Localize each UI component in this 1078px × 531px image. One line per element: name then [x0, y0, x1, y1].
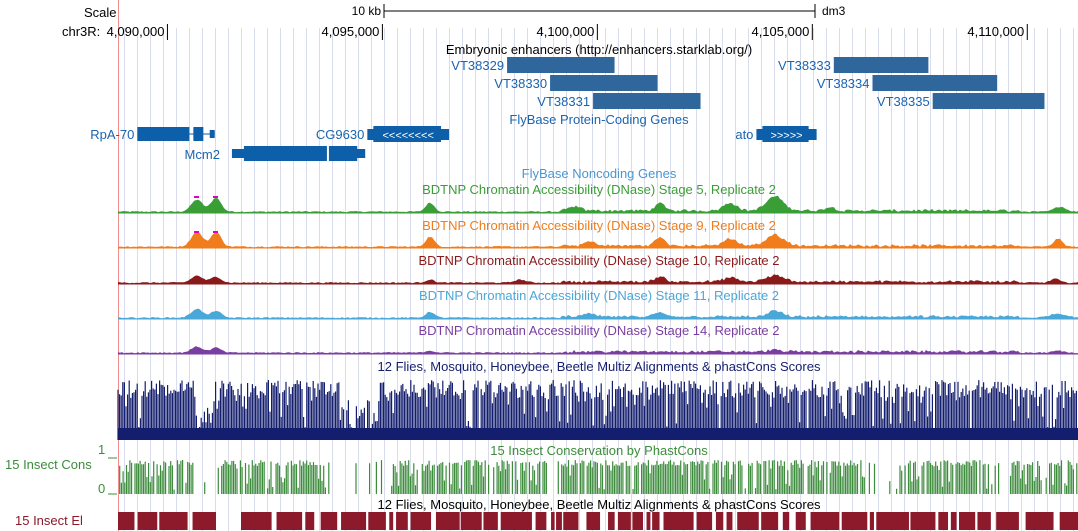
- phastcons-max-label: 1: [98, 442, 105, 457]
- ruler-tick-label: 4,100,000: [537, 24, 595, 39]
- assembly-label: dm3: [822, 4, 846, 18]
- enhancer-feature[interactable]: VT38331: [537, 93, 701, 109]
- phastcons-signal-track[interactable]: [119, 460, 1078, 494]
- dnase-track-signal[interactable]: [118, 195, 1078, 214]
- ruler-tick-label: 4,105,000: [751, 24, 809, 39]
- dnase-stage10-title: BDTNP Chromatin Accessibility (DNase) St…: [418, 253, 779, 268]
- dnase-track-signal[interactable]: [118, 231, 1078, 249]
- gene-feature[interactable]: >>>>> ato: [735, 126, 817, 142]
- enhancer-feature[interactable]: VT38333: [778, 57, 929, 73]
- dnase-stage9-title: BDTNP Chromatin Accessibility (DNase) St…: [422, 218, 776, 233]
- multiz-signal-track[interactable]: [117, 380, 1078, 440]
- svg-text:<<<<<<<<: <<<<<<<<: [382, 130, 433, 142]
- ruler-tick-label: 4,110,000: [967, 24, 1024, 39]
- svg-text:ato: ato: [735, 127, 753, 142]
- svg-text:VT38330: VT38330: [494, 76, 547, 91]
- enhancer-feature[interactable]: VT38335: [877, 93, 1045, 109]
- chrom-label: chr3R:: [62, 24, 100, 39]
- enhancer-feature[interactable]: VT38329: [451, 57, 615, 73]
- gene-feature[interactable]: Mcm2: [185, 146, 366, 162]
- svg-text:RpA-70: RpA-70: [90, 127, 134, 142]
- enhancer-feature[interactable]: VT38330: [494, 75, 658, 91]
- svg-text:>>>>>: >>>>>: [770, 130, 802, 142]
- enhancer-feature[interactable]: VT38334: [817, 75, 998, 91]
- scale-label: Scale: [84, 5, 117, 20]
- svg-text:VT38331: VT38331: [537, 94, 590, 109]
- dnase-stage5-title: BDTNP Chromatin Accessibility (DNase) St…: [422, 182, 776, 197]
- phastcons-track-title: 15 Insect Conservation by PhastCons: [490, 443, 708, 458]
- scale-bar-label: 10 kb: [352, 4, 382, 18]
- elements-track-title: 12 Flies, Mosquito, Honeybee, Beetle Mul…: [378, 497, 821, 512]
- protein-coding-track-title[interactable]: FlyBase Protein-Coding Genes: [509, 112, 689, 127]
- dnase-stage14-title: BDTNP Chromatin Accessibility (DNase) St…: [418, 323, 779, 338]
- conserved-elements-track[interactable]: [118, 512, 1078, 530]
- dnase-track-signal[interactable]: [118, 274, 1078, 285]
- elements-side-label[interactable]: 15 Insect El: [15, 513, 83, 528]
- dnase-track-signal[interactable]: [118, 346, 1078, 355]
- phastcons-side-label[interactable]: 15 Insect Cons: [5, 457, 92, 472]
- svg-text:CG9630: CG9630: [316, 127, 364, 142]
- gene-feature[interactable]: <<<<<<<< CG9630: [316, 126, 450, 142]
- svg-text:Mcm2: Mcm2: [185, 147, 220, 162]
- multiz-track-title: 12 Flies, Mosquito, Honeybee, Beetle Mul…: [378, 359, 821, 374]
- svg-text:VT38334: VT38334: [817, 76, 870, 91]
- base-position-ruler: 4,090,000 4,095,000 4,100,000 4,105,000 4,11…: [107, 24, 1028, 40]
- gene-feature[interactable]: RpA-70: [90, 127, 215, 142]
- ruler-tick-label: 4,090,000: [107, 24, 165, 39]
- ruler-tick-label: 4,095,000: [322, 24, 380, 39]
- dnase-track-signal[interactable]: [118, 308, 1078, 320]
- svg-text:VT38329: VT38329: [451, 58, 504, 73]
- svg-text:VT38333: VT38333: [778, 58, 831, 73]
- phastcons-min-label: 0: [98, 481, 105, 496]
- scale-bar: [383, 4, 816, 18]
- noncoding-track-title[interactable]: FlyBase Noncoding Genes: [522, 166, 677, 181]
- dnase-stage11-title: BDTNP Chromatin Accessibility (DNase) St…: [419, 288, 779, 303]
- enhancer-track-title: Embryonic enhancers (http://enhancers.st…: [446, 42, 752, 57]
- svg-text:VT38335: VT38335: [877, 94, 930, 109]
- dnase-signal-tracks[interactable]: [118, 195, 1078, 355]
